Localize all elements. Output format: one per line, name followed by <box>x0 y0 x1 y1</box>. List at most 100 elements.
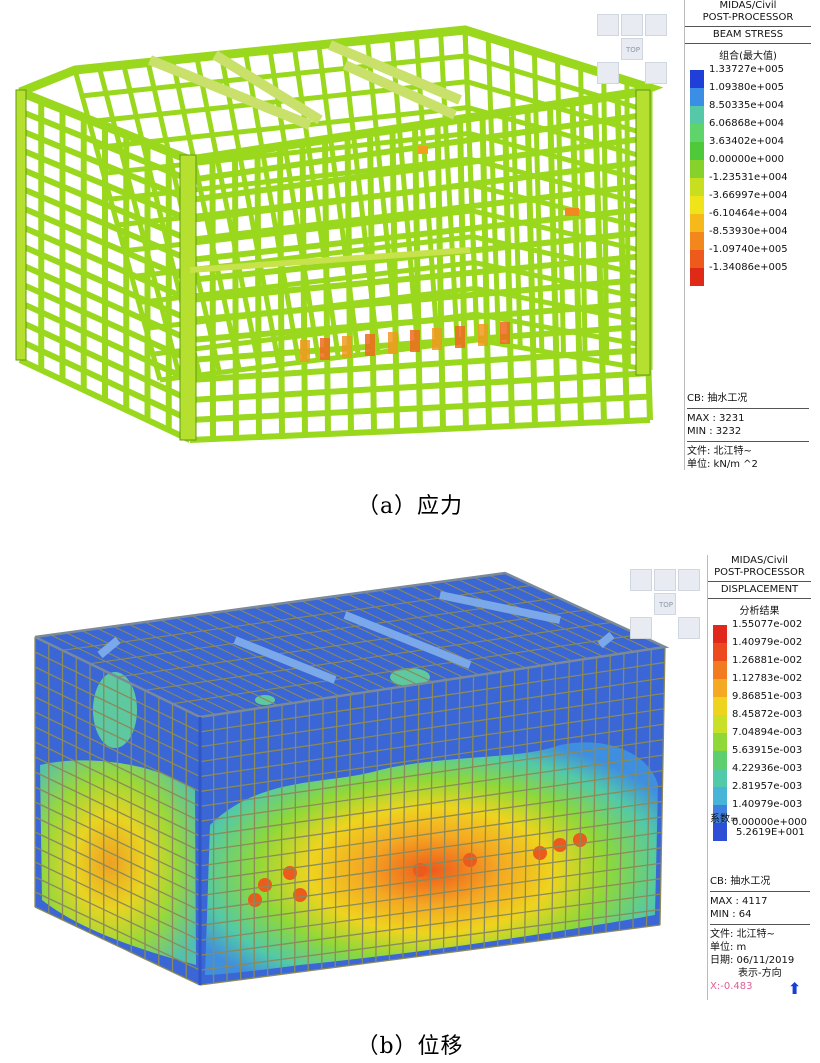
navcube-bottom-left[interactable] <box>597 62 619 84</box>
navcube-b-top-left[interactable] <box>630 569 652 591</box>
disp-scale-value: 9.86851e-003 <box>732 691 803 702</box>
disp-scale-value: 1.26881e-002 <box>732 655 803 666</box>
navcube-b-top-right[interactable] <box>678 569 700 591</box>
navcube-top-right[interactable] <box>645 14 667 36</box>
disp-scale-row: 1.12783e-002 <box>708 673 811 697</box>
stress-scale-value: -1.09740e+005 <box>709 244 788 255</box>
disp-scale-value: 0.00000e+000 <box>732 817 807 828</box>
stress-scale-value: 1.33727e+005 <box>709 64 784 75</box>
roof-cross-beam <box>328 40 462 105</box>
disp-scale-swatch <box>713 805 727 823</box>
stress-hotspot <box>320 338 330 360</box>
displacement-peak-spot <box>293 888 307 902</box>
disp-scale-row: 1.40979e-003 <box>708 799 811 823</box>
unit-label-b: 单位: m <box>710 942 747 953</box>
disp-scale-row: 1.40979e-002 <box>708 637 811 661</box>
roof-cross-beam <box>212 50 323 125</box>
stress-scale-value: 3.63402e+004 <box>709 136 784 147</box>
stress-scale-swatch <box>690 70 704 88</box>
roof-cross-beam <box>148 55 312 130</box>
displacement-peak-spot <box>248 893 262 907</box>
disp-scale-value: 5.63915e-003 <box>732 745 803 756</box>
stress-scale-row: 0.00000e+000 <box>685 154 811 178</box>
stress-viewport[interactable] <box>0 0 682 470</box>
disp-scale-value: 2.81957e-003 <box>732 781 803 792</box>
stress-hotspot <box>565 208 579 216</box>
stress-scale-swatch <box>690 106 704 124</box>
stress-scale-value: 1.09380e+005 <box>709 82 784 93</box>
disp-scale-swatch <box>713 625 727 643</box>
stress-scale-value: 6.06868e+004 <box>709 118 784 129</box>
disp-scale-row: 1.26881e-002 <box>708 655 811 679</box>
displacement-legend: MIDAS/Civil POST-PROCESSOR DISPLACEMENT … <box>707 555 811 1000</box>
stress-scale-row: 3.63402e+004 <box>685 136 811 160</box>
left-wall-frame <box>17 89 193 443</box>
disp-scale-row: 9.86851e-003 <box>708 691 811 715</box>
disp-scale-row: 7.04894e-003 <box>708 727 811 751</box>
legend-b-module: POST-PROCESSOR <box>714 567 805 578</box>
stress-hotspot <box>410 330 420 352</box>
date-label: 日期: 06/11/2019 <box>710 955 795 966</box>
disp-scale-swatch <box>713 715 727 733</box>
disp-scale-value: 7.04894e-003 <box>732 727 803 738</box>
disp-scale-row: 1.55077e-002 <box>708 619 811 643</box>
stress-scale-swatch <box>690 214 704 232</box>
displacement-viewport[interactable] <box>0 555 706 1000</box>
stress-scale-row: 6.06868e+004 <box>685 118 811 142</box>
stress-scale-swatch <box>690 268 704 286</box>
disp-scale-value: 1.40979e-003 <box>732 799 803 810</box>
displacement-peak-spot <box>463 853 477 867</box>
displacement-peak-spot <box>553 838 567 852</box>
navcube-center[interactable] <box>621 38 643 60</box>
disp-scale-row: 0.00000e+000 <box>708 817 811 841</box>
navcube-top-left[interactable] <box>597 14 619 36</box>
legend-app-name: MIDAS/Civil <box>719 0 777 11</box>
navcube-top-label: TOP <box>626 46 641 54</box>
stress-scale-swatch <box>690 250 704 268</box>
min-label-b: MIN : 64 <box>710 909 752 920</box>
roof-cross-beam <box>342 60 458 120</box>
disp-scale-swatch <box>713 769 727 787</box>
legend-result-type: BEAM STRESS <box>712 29 784 40</box>
front-face-mesh <box>199 646 666 986</box>
stress-scale-value: -3.66997e+004 <box>709 190 788 201</box>
stress-hotspot <box>300 340 310 362</box>
navcube-b-center[interactable] <box>654 593 676 615</box>
displacement-model-render <box>34 571 670 986</box>
roof-beam-displaced <box>343 611 472 669</box>
displacement-peak-spot <box>283 866 297 880</box>
file-label-b: 文件: 北江特~ <box>710 929 775 940</box>
stress-scale-swatch <box>690 196 704 214</box>
min-label: MIN : 3232 <box>687 426 742 437</box>
legend-b-app-name: MIDAS/Civil <box>731 555 788 566</box>
view-navigation-cube[interactable]: TOP <box>597 14 669 86</box>
navcube-b-bottom-left[interactable] <box>630 617 652 639</box>
disp-scale-swatch <box>713 661 727 679</box>
corner-column-front <box>179 154 197 441</box>
legend-b-case-info: CB: 抽水工况 MAX : 4117 MIN : 64 文件: 北江特~ 单位… <box>710 875 810 993</box>
navcube-top-center[interactable] <box>621 14 643 36</box>
disp-scale-row: 8.45872e-003 <box>708 709 811 733</box>
disp-scale-row: 5.63915e-003 <box>708 745 811 769</box>
stress-scale-swatch <box>690 88 704 106</box>
stress-scale-value: 0.00000e+000 <box>709 154 784 165</box>
stress-scale-swatch <box>690 124 704 142</box>
stress-scale-row: -8.53930e+004 <box>685 226 811 250</box>
roof-beam-displaced <box>439 591 561 624</box>
stress-scale-swatch <box>690 142 704 160</box>
stress-scale-row: 1.33727e+005 <box>685 64 811 88</box>
stress-scale-value: -6.10464e+004 <box>709 208 788 219</box>
stress-scale-row: 8.50335e+004 <box>685 100 811 124</box>
view-navigation-cube-b[interactable]: TOP <box>630 569 702 641</box>
panel-displacement: TOP MIDAS/Civil POST-PROCESSOR DISPLACEM… <box>0 555 820 1000</box>
stress-hotspot <box>365 334 375 356</box>
disp-scale-swatch <box>713 733 727 751</box>
x-direction-label: X:-0.483 <box>710 981 753 992</box>
navcube-bottom-right[interactable] <box>645 62 667 84</box>
navcube-b-bottom-right[interactable] <box>678 617 700 639</box>
roof-beam-displaced <box>233 636 337 684</box>
navcube-b-top-center[interactable] <box>654 569 676 591</box>
stress-hotspot <box>432 328 442 350</box>
disp-scale-value: 1.55077e-002 <box>732 619 803 630</box>
